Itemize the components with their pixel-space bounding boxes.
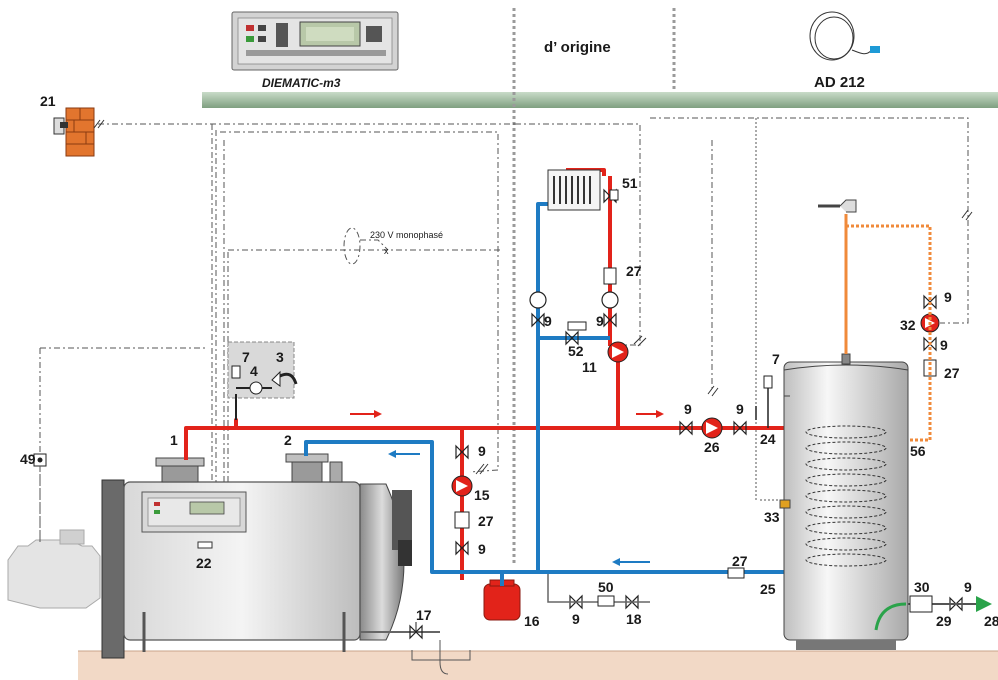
label-9f: 9: [736, 401, 744, 417]
dhw-tank: [779, 353, 909, 650]
svg-text:x: x: [384, 246, 389, 256]
outdoor-sensor-icon: [53, 107, 95, 157]
ad212-sensor-icon: [809, 11, 880, 61]
flow-arrows: [350, 410, 664, 566]
label-9b: 9: [478, 541, 486, 557]
label-28: 28: [984, 613, 998, 629]
label-25: 25: [760, 581, 776, 597]
label-22: 22: [196, 555, 212, 571]
label-51: 51: [622, 175, 638, 191]
label-7b: 7: [772, 351, 780, 367]
label-11: 11: [582, 359, 597, 375]
label-1: 1: [170, 432, 178, 448]
label-9g: 9: [944, 289, 952, 305]
power-supply-note: 230 V monophasé: [370, 230, 443, 240]
label-30: 30: [914, 579, 930, 595]
pipe-fittings: [454, 189, 937, 607]
dhw-piping: [755, 199, 992, 631]
callout-labels: 21 1 2 3 4 7 7 9 9 9 9 9 9 9 9 9 9 11 15…: [20, 93, 998, 629]
pressure-gauges: [529, 291, 619, 309]
label-3: 3: [276, 349, 284, 365]
power-supply-symbol: x 230 V monophasé: [343, 227, 443, 265]
room-sensor: [33, 348, 47, 545]
label-9c: 9: [544, 313, 552, 329]
origin-caption: d’ origine: [544, 39, 611, 56]
label-29: 29: [936, 613, 952, 629]
label-17: 17: [416, 607, 432, 623]
label-21: 21: [40, 93, 56, 109]
cable-duct: [202, 92, 998, 108]
label-9h: 9: [940, 337, 948, 353]
label-33: 33: [764, 509, 780, 525]
wire-break-marks: [93, 119, 973, 475]
label-50: 50: [598, 579, 614, 595]
label-18: 18: [626, 611, 642, 627]
boiler: [101, 453, 412, 659]
label-49: 49: [20, 451, 36, 467]
burner: [7, 529, 101, 609]
label-32: 32: [900, 317, 916, 333]
label-16: 16: [524, 613, 540, 629]
label-9j: 9: [964, 579, 972, 595]
label-27b: 27: [626, 263, 642, 279]
label-27a: 27: [478, 513, 494, 529]
label-27c: 27: [732, 553, 748, 569]
label-27d: 27: [944, 365, 960, 381]
controller-caption: DIEMATIC-m3: [262, 76, 341, 90]
label-56: 56: [910, 443, 926, 459]
label-9a: 9: [478, 443, 486, 459]
drain-valve: [360, 622, 471, 675]
label-9e: 9: [684, 401, 692, 417]
radiator-icon: [547, 169, 601, 211]
label-26: 26: [704, 439, 720, 455]
sensor-caption: AD 212: [814, 74, 865, 91]
diematic-controller: [231, 11, 399, 71]
safety-group: [227, 341, 298, 420]
label-24: 24: [760, 431, 776, 447]
floor: [78, 651, 998, 680]
label-4: 4: [250, 363, 258, 379]
label-2: 2: [284, 432, 292, 448]
label-7a: 7: [242, 349, 250, 365]
boiler-sensor: [197, 541, 213, 549]
label-9i: 9: [572, 611, 580, 627]
label-52: 52: [568, 343, 584, 359]
label-15: 15: [474, 487, 490, 503]
label-9d: 9: [596, 313, 604, 329]
